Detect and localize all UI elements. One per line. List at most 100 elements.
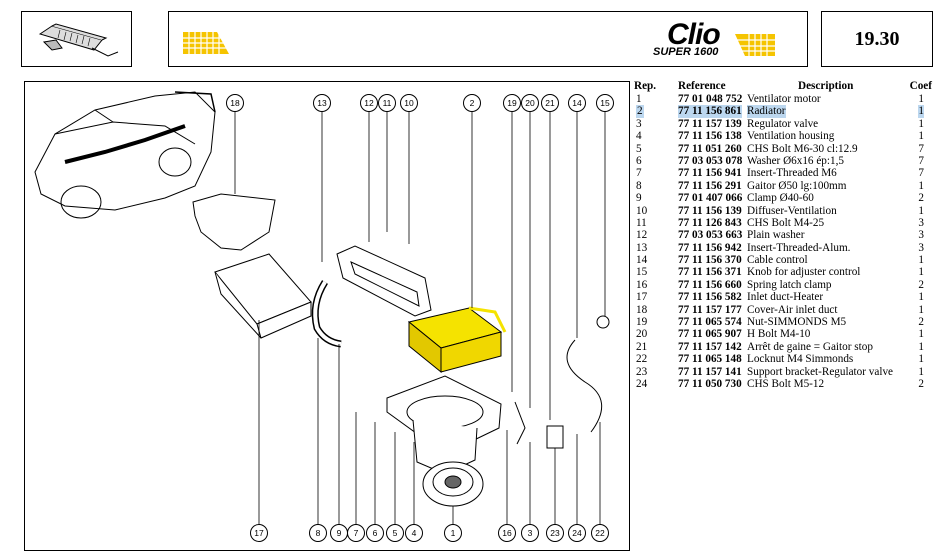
description-cell: Cover-Air inlet duct — [747, 303, 838, 316]
reference-cell: 77 11 065 574 — [678, 316, 742, 329]
callout-14: 14 — [568, 94, 586, 112]
model-banner: Clio SUPER 1600 — [168, 11, 808, 67]
reference-cell: 77 11 156 371 — [678, 266, 742, 279]
coef-cell: 1 — [918, 105, 924, 118]
rep-cell: 23 — [636, 365, 648, 378]
description-cell: Cable control — [747, 254, 808, 267]
rep-cell: 6 — [636, 154, 642, 167]
rep-cell: 22 — [636, 353, 648, 366]
coef-cell: 3 — [918, 241, 924, 254]
description-cell: Locknut M4 Simmonds — [747, 353, 854, 366]
reference-cell: 77 11 050 730 — [678, 377, 742, 390]
description-cell: Knob for adjuster control — [747, 266, 861, 279]
reference-cell: 77 03 053 663 — [678, 229, 743, 242]
rep-cell: 24 — [636, 377, 648, 390]
inlet-duct-heater — [214, 253, 312, 339]
description-cell: Radiator — [747, 105, 786, 118]
callout-13: 13 — [313, 94, 331, 112]
coef-cell: 1 — [918, 291, 924, 304]
callout-7: 7 — [347, 524, 365, 542]
description-cell: Insert-Threaded M6 — [747, 167, 837, 180]
coef-cell: 2 — [918, 192, 924, 205]
reference-cell: 77 11 156 941 — [678, 167, 742, 180]
description-cell: Diffuser-Ventilation — [747, 204, 837, 217]
rep-cell: 3 — [636, 117, 642, 130]
rep-cell: 4 — [636, 130, 642, 143]
rep-cell: 5 — [636, 142, 642, 155]
description-cell: Nut-SIMMONDS M5 — [747, 316, 847, 329]
coef-cell: 1 — [918, 254, 924, 267]
header-rep: Rep. — [634, 80, 657, 92]
rep-cell: 12 — [636, 229, 648, 242]
coef-cell: 2 — [918, 278, 924, 291]
header-reference: Reference — [678, 80, 726, 92]
coef-cell: 7 — [918, 142, 924, 155]
section-thumbnail — [21, 11, 132, 67]
page-number: 19.30 — [854, 27, 900, 50]
rep-cell: 18 — [636, 303, 648, 316]
cover-air-inlet-duct — [192, 193, 276, 251]
callout-21: 21 — [541, 94, 559, 112]
ventilator-motor — [422, 461, 484, 507]
description-cell: CHS Bolt M4-25 — [747, 216, 825, 229]
callout-10: 10 — [400, 94, 418, 112]
callout-9: 9 — [330, 524, 348, 542]
parts-table-header: Rep. Reference Description Coef — [634, 80, 934, 93]
rep-cell: 15 — [636, 266, 648, 279]
description-cell: H Bolt M4-10 — [747, 328, 811, 341]
coef-cell: 2 — [918, 377, 924, 390]
rep-cell: 13 — [636, 241, 648, 254]
rep-cell: 2 — [636, 105, 644, 118]
exploded-parts-diagram: 18 13 12 11 10 2 19 20 21 14 15 17 8 9 7… — [24, 81, 630, 551]
rep-cell: 21 — [636, 340, 648, 353]
callout-15: 15 — [596, 94, 614, 112]
rep-cell: 8 — [636, 179, 642, 192]
page-number-box: 19.30 — [821, 11, 933, 67]
description-cell: CHS Bolt M5-12 — [747, 377, 825, 390]
description-cell: Inlet duct-Heater — [747, 291, 824, 304]
header-description: Description — [798, 80, 854, 92]
coef-cell: 1 — [918, 179, 924, 192]
reference-cell: 77 11 156 660 — [678, 278, 742, 291]
callout-3: 3 — [521, 524, 539, 542]
callout-4: 4 — [405, 524, 423, 542]
logo-title: Clio — [667, 18, 721, 51]
table-row[interactable]: 13 77 11 156 942 Insert-Threaded-Alum. 3 — [634, 242, 934, 254]
table-row[interactable]: 24 77 11 050 730 CHS Bolt M5-12 2 — [634, 378, 934, 390]
description-cell: Insert-Threaded-Alum. — [747, 241, 851, 254]
description-cell: Ventilator motor — [747, 93, 821, 105]
radiator — [407, 306, 507, 374]
callout-1: 1 — [444, 524, 462, 542]
callout-18: 18 — [226, 94, 244, 112]
callout-12: 12 — [360, 94, 378, 112]
coef-cell: 1 — [918, 117, 924, 130]
reference-cell: 77 11 156 942 — [678, 241, 742, 254]
table-row[interactable]: 15 77 11 156 371 Knob for adjuster control… — [634, 266, 934, 278]
ventilation-housing — [386, 375, 502, 475]
coef-cell: 1 — [918, 303, 924, 316]
callout-11: 11 — [378, 94, 396, 112]
description-cell: Ventilation housing — [747, 130, 835, 143]
callout-22: 22 — [591, 524, 609, 542]
